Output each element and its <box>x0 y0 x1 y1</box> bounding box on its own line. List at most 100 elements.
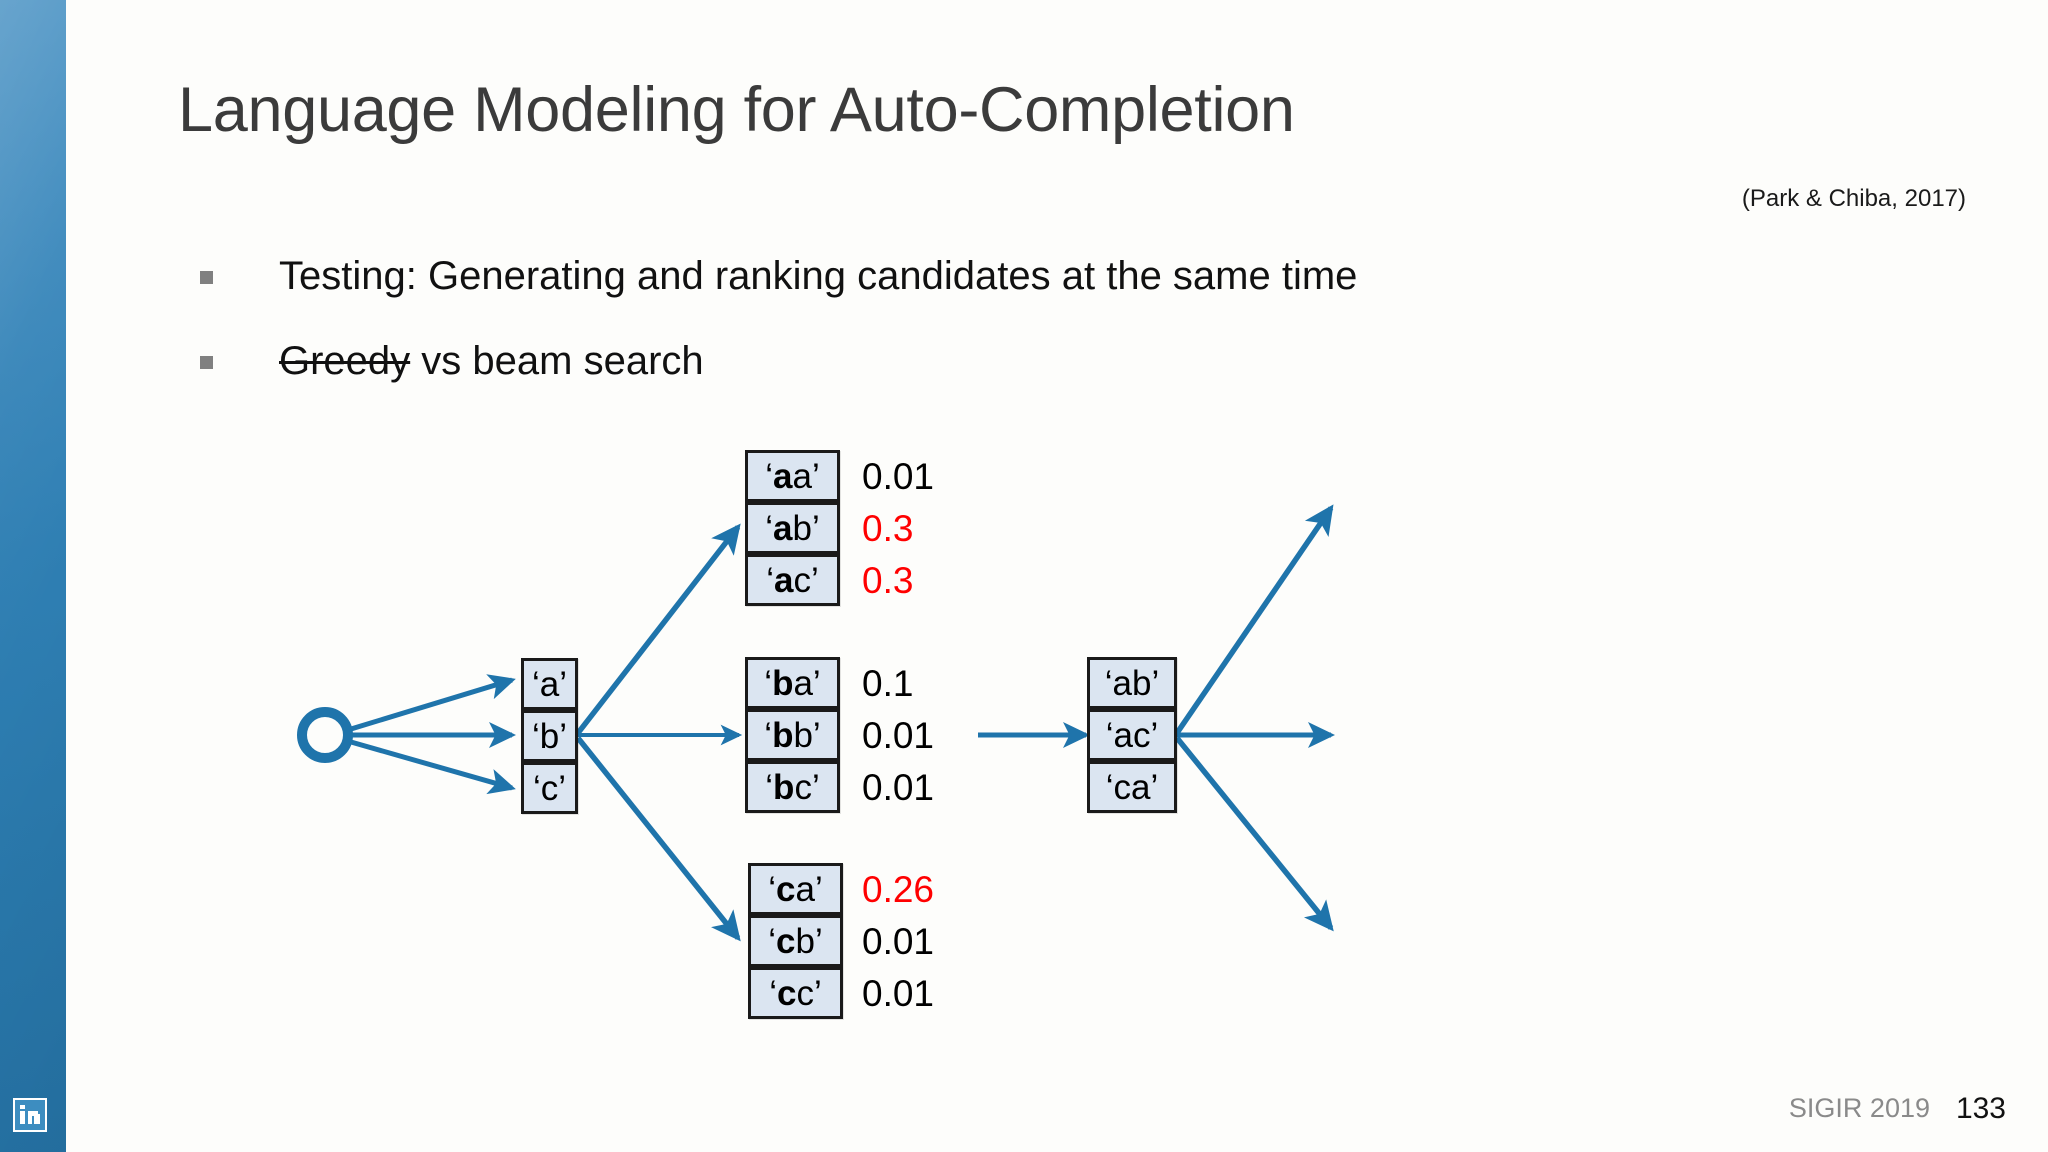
node-c[interactable]: ‘c’ <box>521 762 578 814</box>
node-ac-quote-close: ’ <box>810 560 819 600</box>
prob-bb: 0.01 <box>862 715 935 756</box>
prob-ba: 0.1 <box>862 663 914 704</box>
bullet-text-0: Testing: Generating and ranking candidat… <box>279 254 1358 298</box>
bullet-item-1: Greedy vs beam search <box>200 337 704 386</box>
node-cb-quote-close: ’ <box>814 921 823 961</box>
node-ca-bold: c <box>776 869 796 909</box>
node-b[interactable]: ‘b’ <box>521 710 578 762</box>
edge-beam-ac-out-down <box>1174 736 1334 932</box>
node-aa-bold: a <box>773 456 793 496</box>
prob-ac: 0.3 <box>862 560 914 601</box>
footer-page-number: 133 <box>1955 1092 2006 1125</box>
node-ab-bold: a <box>773 508 793 548</box>
node-beam-ca[interactable]: ‘ca’ <box>1087 761 1177 813</box>
node-ac-bold: a <box>774 560 794 600</box>
node-beam-ac-quote-close: ’ <box>1150 715 1159 755</box>
node-ba-bold: b <box>772 663 794 703</box>
node-cb-quote-open: ‘ <box>768 921 777 961</box>
prob-cc: 0.01 <box>862 973 935 1014</box>
node-beam-ca-quote-open: ‘ <box>1105 767 1114 807</box>
citation-reference: (Park & Chiba, 2017) <box>1741 185 1966 212</box>
node-ca-quote-open: ‘ <box>768 869 777 909</box>
node-b-label: b <box>539 716 560 756</box>
edge-b-to-cb <box>575 736 741 942</box>
node-beam-ab[interactable]: ‘ab’ <box>1087 657 1177 709</box>
node-bc-rest: c <box>794 767 812 807</box>
node-beam-ca-label: ca <box>1113 767 1151 807</box>
node-ab-quote-close: ’ <box>811 508 820 548</box>
node-bc-bold: b <box>773 767 795 807</box>
node-c-label: c <box>540 768 559 808</box>
node-bc-quote-close: ’ <box>811 767 820 807</box>
bullet-square-icon <box>200 271 213 284</box>
node-ba-rest: a <box>793 663 813 703</box>
node-ca-quote-close: ’ <box>814 869 823 909</box>
node-beam-ab-label: ab <box>1112 663 1152 703</box>
edge-beam-ac-out-up <box>1174 504 1334 735</box>
node-c-quote-open: ‘ <box>532 768 541 808</box>
node-bb-quote-close: ’ <box>812 715 821 755</box>
node-ac-quote-open: ‘ <box>766 560 775 600</box>
node-ba-quote-open: ‘ <box>764 663 773 703</box>
bullet-text-1: Greedy vs beam search <box>279 337 704 386</box>
node-c-quote-close: ’ <box>558 768 567 808</box>
node-beam-ca-quote-close: ’ <box>1150 767 1159 807</box>
node-bb-quote-open: ‘ <box>764 715 773 755</box>
struck-word: Greedy <box>279 339 411 383</box>
node-ca-rest: a <box>795 869 815 909</box>
edge-root-to-a <box>350 674 516 732</box>
node-aa-quote-close: ’ <box>811 456 820 496</box>
slide-title: Language Modeling for Auto-Completion <box>178 75 1295 145</box>
node-bc-quote-open: ‘ <box>765 767 774 807</box>
node-cc-bold: c <box>777 973 797 1013</box>
bullet-text-1-rest: vs beam search <box>410 339 704 383</box>
node-beam-ac-label: ac <box>1113 715 1151 755</box>
node-b-quote-close: ’ <box>559 716 568 756</box>
node-bb-bold: b <box>772 715 794 755</box>
left-accent-bar <box>0 0 66 1152</box>
bullet-item-0: Testing: Generating and ranking candidat… <box>200 252 1357 301</box>
node-a-quote-close: ’ <box>559 664 568 704</box>
root-node-circle <box>297 707 353 763</box>
node-beam-ab-quote-close: ’ <box>1151 663 1160 703</box>
node-a[interactable]: ‘a’ <box>521 658 578 710</box>
node-ab-quote-open: ‘ <box>765 508 774 548</box>
node-cb-rest: b <box>795 921 815 961</box>
node-aa-quote-open: ‘ <box>765 456 774 496</box>
bullet-square-icon <box>200 356 213 369</box>
node-ab-rest: b <box>792 508 812 548</box>
node-beam-ab-quote-open: ‘ <box>1104 663 1113 703</box>
node-a-quote-open: ‘ <box>531 664 540 704</box>
node-beam-ac[interactable]: ‘ac’ <box>1087 709 1177 761</box>
prob-ab: 0.3 <box>862 508 914 549</box>
node-cc-rest: c <box>796 973 814 1013</box>
node-cc-quote-close: ’ <box>813 973 822 1013</box>
node-a-label: a <box>539 664 560 704</box>
node-cc-quote-open: ‘ <box>769 973 778 1013</box>
node-cb-bold: c <box>776 921 796 961</box>
node-ba-quote-close: ’ <box>812 663 821 703</box>
prob-aa: 0.01 <box>862 456 935 497</box>
prob-ca: 0.26 <box>862 869 935 910</box>
node-b-quote-open: ‘ <box>531 716 540 756</box>
prob-cb: 0.01 <box>862 921 935 962</box>
edge-root-to-c <box>350 739 516 795</box>
node-aa-rest: a <box>792 456 812 496</box>
node-beam-ac-quote-open: ‘ <box>1105 715 1114 755</box>
edge-b-to-ab <box>575 523 741 735</box>
prob-bc: 0.01 <box>862 767 935 808</box>
node-ac-rest: c <box>793 560 811 600</box>
linkedin-logo-icon <box>13 1098 47 1132</box>
node-bb-rest: b <box>793 715 813 755</box>
